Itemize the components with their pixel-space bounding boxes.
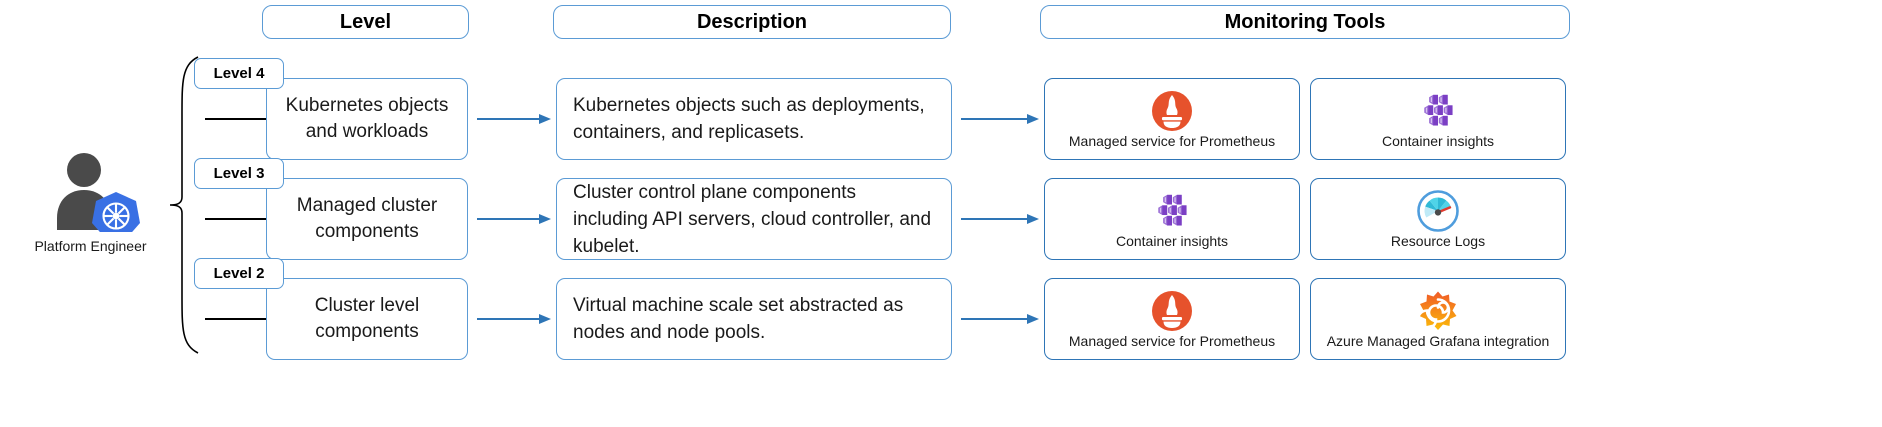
tool-label: Container insights xyxy=(1115,232,1229,249)
tool-card[interactable]: Container insights xyxy=(1310,78,1566,160)
persona-label: Platform Engineer xyxy=(34,238,147,254)
tool-label: Container insights xyxy=(1381,132,1495,149)
tool-card[interactable]: Managed service for Prometheus xyxy=(1044,78,1300,160)
brace-connector-line xyxy=(205,218,267,220)
level-badge: Level 3 xyxy=(194,158,284,189)
tool-card[interactable]: Container insights xyxy=(1044,178,1300,260)
tool-label: Azure Managed Grafana integration xyxy=(1326,332,1550,349)
platform-engineer-kubernetes-icon xyxy=(57,153,140,232)
level-box: Managed cluster components xyxy=(266,178,468,260)
arrow-description-to-tools xyxy=(961,214,1039,224)
level-badge: Level 2 xyxy=(194,258,284,289)
tool-card[interactable]: Azure Managed Grafana integration xyxy=(1310,278,1566,360)
description-box: Virtual machine scale set abstracted as … xyxy=(556,278,952,360)
brace-connector-line xyxy=(205,318,267,320)
prometheus-icon xyxy=(1152,90,1192,131)
diagram-row: Kubernetes objects and workloads Level 4… xyxy=(0,58,1882,160)
tool-card[interactable]: Resource Logs xyxy=(1310,178,1566,260)
level-box: Kubernetes objects and workloads xyxy=(266,78,468,160)
grouping-brace xyxy=(169,56,199,354)
brace-connector-line xyxy=(205,118,267,120)
tool-card[interactable]: Managed service for Prometheus xyxy=(1044,278,1300,360)
persona-platform-engineer: Platform Engineer xyxy=(18,150,163,270)
tool-label: Managed service for Prometheus xyxy=(1068,332,1276,349)
tool-label: Managed service for Prometheus xyxy=(1068,132,1276,149)
column-header-monitoring-tools: Monitoring Tools xyxy=(1040,5,1570,39)
arrow-level-to-description xyxy=(477,214,551,224)
resource-logs-gauge-icon xyxy=(1417,189,1459,232)
diagram-row: Cluster level components Level 2 Virtual… xyxy=(0,258,1882,360)
arrow-description-to-tools xyxy=(961,114,1039,124)
description-box: Kubernetes objects such as deployments, … xyxy=(556,78,952,160)
tool-label: Resource Logs xyxy=(1390,232,1486,249)
prometheus-icon xyxy=(1152,290,1192,331)
column-header-description: Description xyxy=(553,5,951,39)
arrow-description-to-tools xyxy=(961,314,1039,324)
arrow-level-to-description xyxy=(477,314,551,324)
container-insights-icon xyxy=(1424,94,1453,126)
level-badge: Level 4 xyxy=(194,58,284,89)
grafana-icon xyxy=(1417,291,1457,330)
column-header-level: Level xyxy=(262,5,469,39)
level-box: Cluster level components xyxy=(266,278,468,360)
diagram-row: Managed cluster components Level 3 Clust… xyxy=(0,158,1882,260)
container-insights-icon xyxy=(1158,194,1187,226)
description-box: Cluster control plane components includi… xyxy=(556,178,952,260)
arrow-level-to-description xyxy=(477,114,551,124)
